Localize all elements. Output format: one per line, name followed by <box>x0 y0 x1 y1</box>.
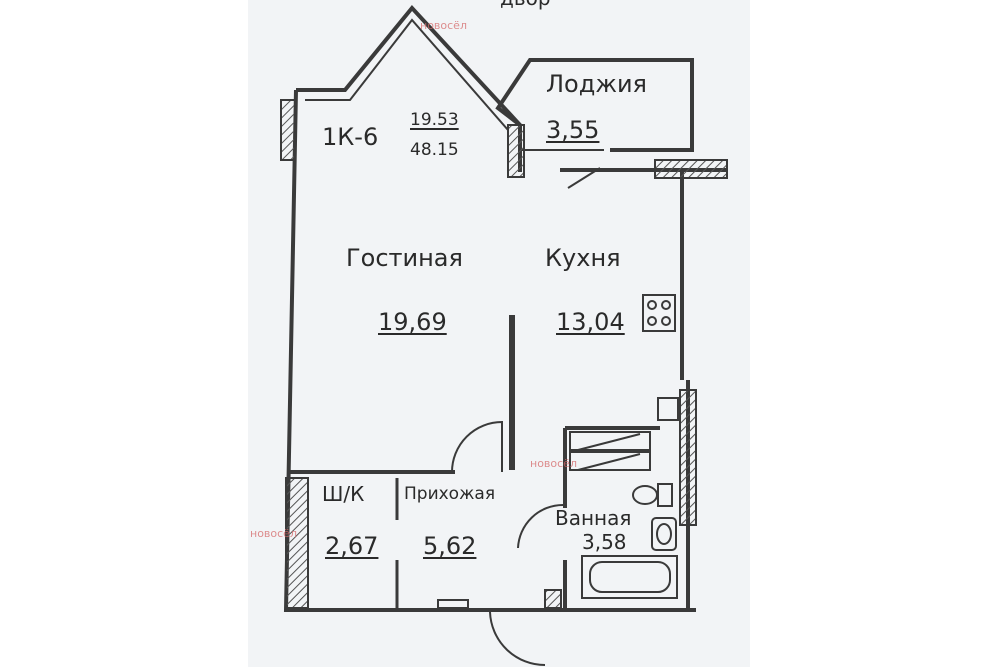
room-loggia-area: 3,55 <box>546 116 600 144</box>
outer-wall-left-bottom <box>283 89 696 612</box>
radiator-icon <box>437 599 469 609</box>
total-area: 48.15 <box>410 140 459 160</box>
loggia-wall <box>495 58 694 152</box>
sink-icon <box>651 517 677 551</box>
door-loggia <box>567 167 601 189</box>
room-living-name: Гостиная <box>346 244 463 272</box>
hatch-left-top <box>280 99 296 161</box>
bathroom-walls <box>563 426 660 608</box>
room-kitchen-name: Кухня <box>545 244 621 272</box>
hatched-walls <box>280 99 728 609</box>
stove-icon <box>642 294 676 332</box>
living-area: 19.53 <box>410 110 459 130</box>
hatch-bottom <box>544 589 562 609</box>
hatch-bay <box>507 124 525 178</box>
hatch-right <box>679 389 697 526</box>
apartment-code: 1К-6 <box>322 123 379 151</box>
watermark-logo-middle: новосёл <box>530 457 577 470</box>
hatch-left-bottom <box>285 477 309 609</box>
room-bathroom-area: 3,58 <box>582 530 627 554</box>
fixtures <box>437 294 679 609</box>
room-kitchen-area: 13,04 <box>556 308 625 336</box>
room-closet-area: 2,67 <box>325 532 379 560</box>
shelf-unit-icon <box>569 431 651 471</box>
watermark-logo-left: новосёл <box>250 527 297 540</box>
toilet-icon <box>632 483 673 507</box>
room-bathroom-name: Ванная <box>555 506 632 530</box>
room-living-area: 19,69 <box>378 308 447 336</box>
washing-machine-icon <box>657 397 679 421</box>
room-hallway-area: 5,62 <box>423 532 477 560</box>
door-living <box>451 420 503 473</box>
room-loggia-name: Лоджия <box>546 70 647 98</box>
top-text: двор <box>500 0 551 8</box>
hatch-top-right <box>654 159 728 179</box>
watermark-logo-top: новосёл <box>420 19 467 32</box>
room-closet-name: Ш/К <box>322 482 365 506</box>
door-entrance <box>489 611 546 666</box>
bathtub-icon <box>581 555 678 599</box>
door-bathroom <box>517 503 564 549</box>
room-hallway-name: Прихожая <box>404 484 496 504</box>
